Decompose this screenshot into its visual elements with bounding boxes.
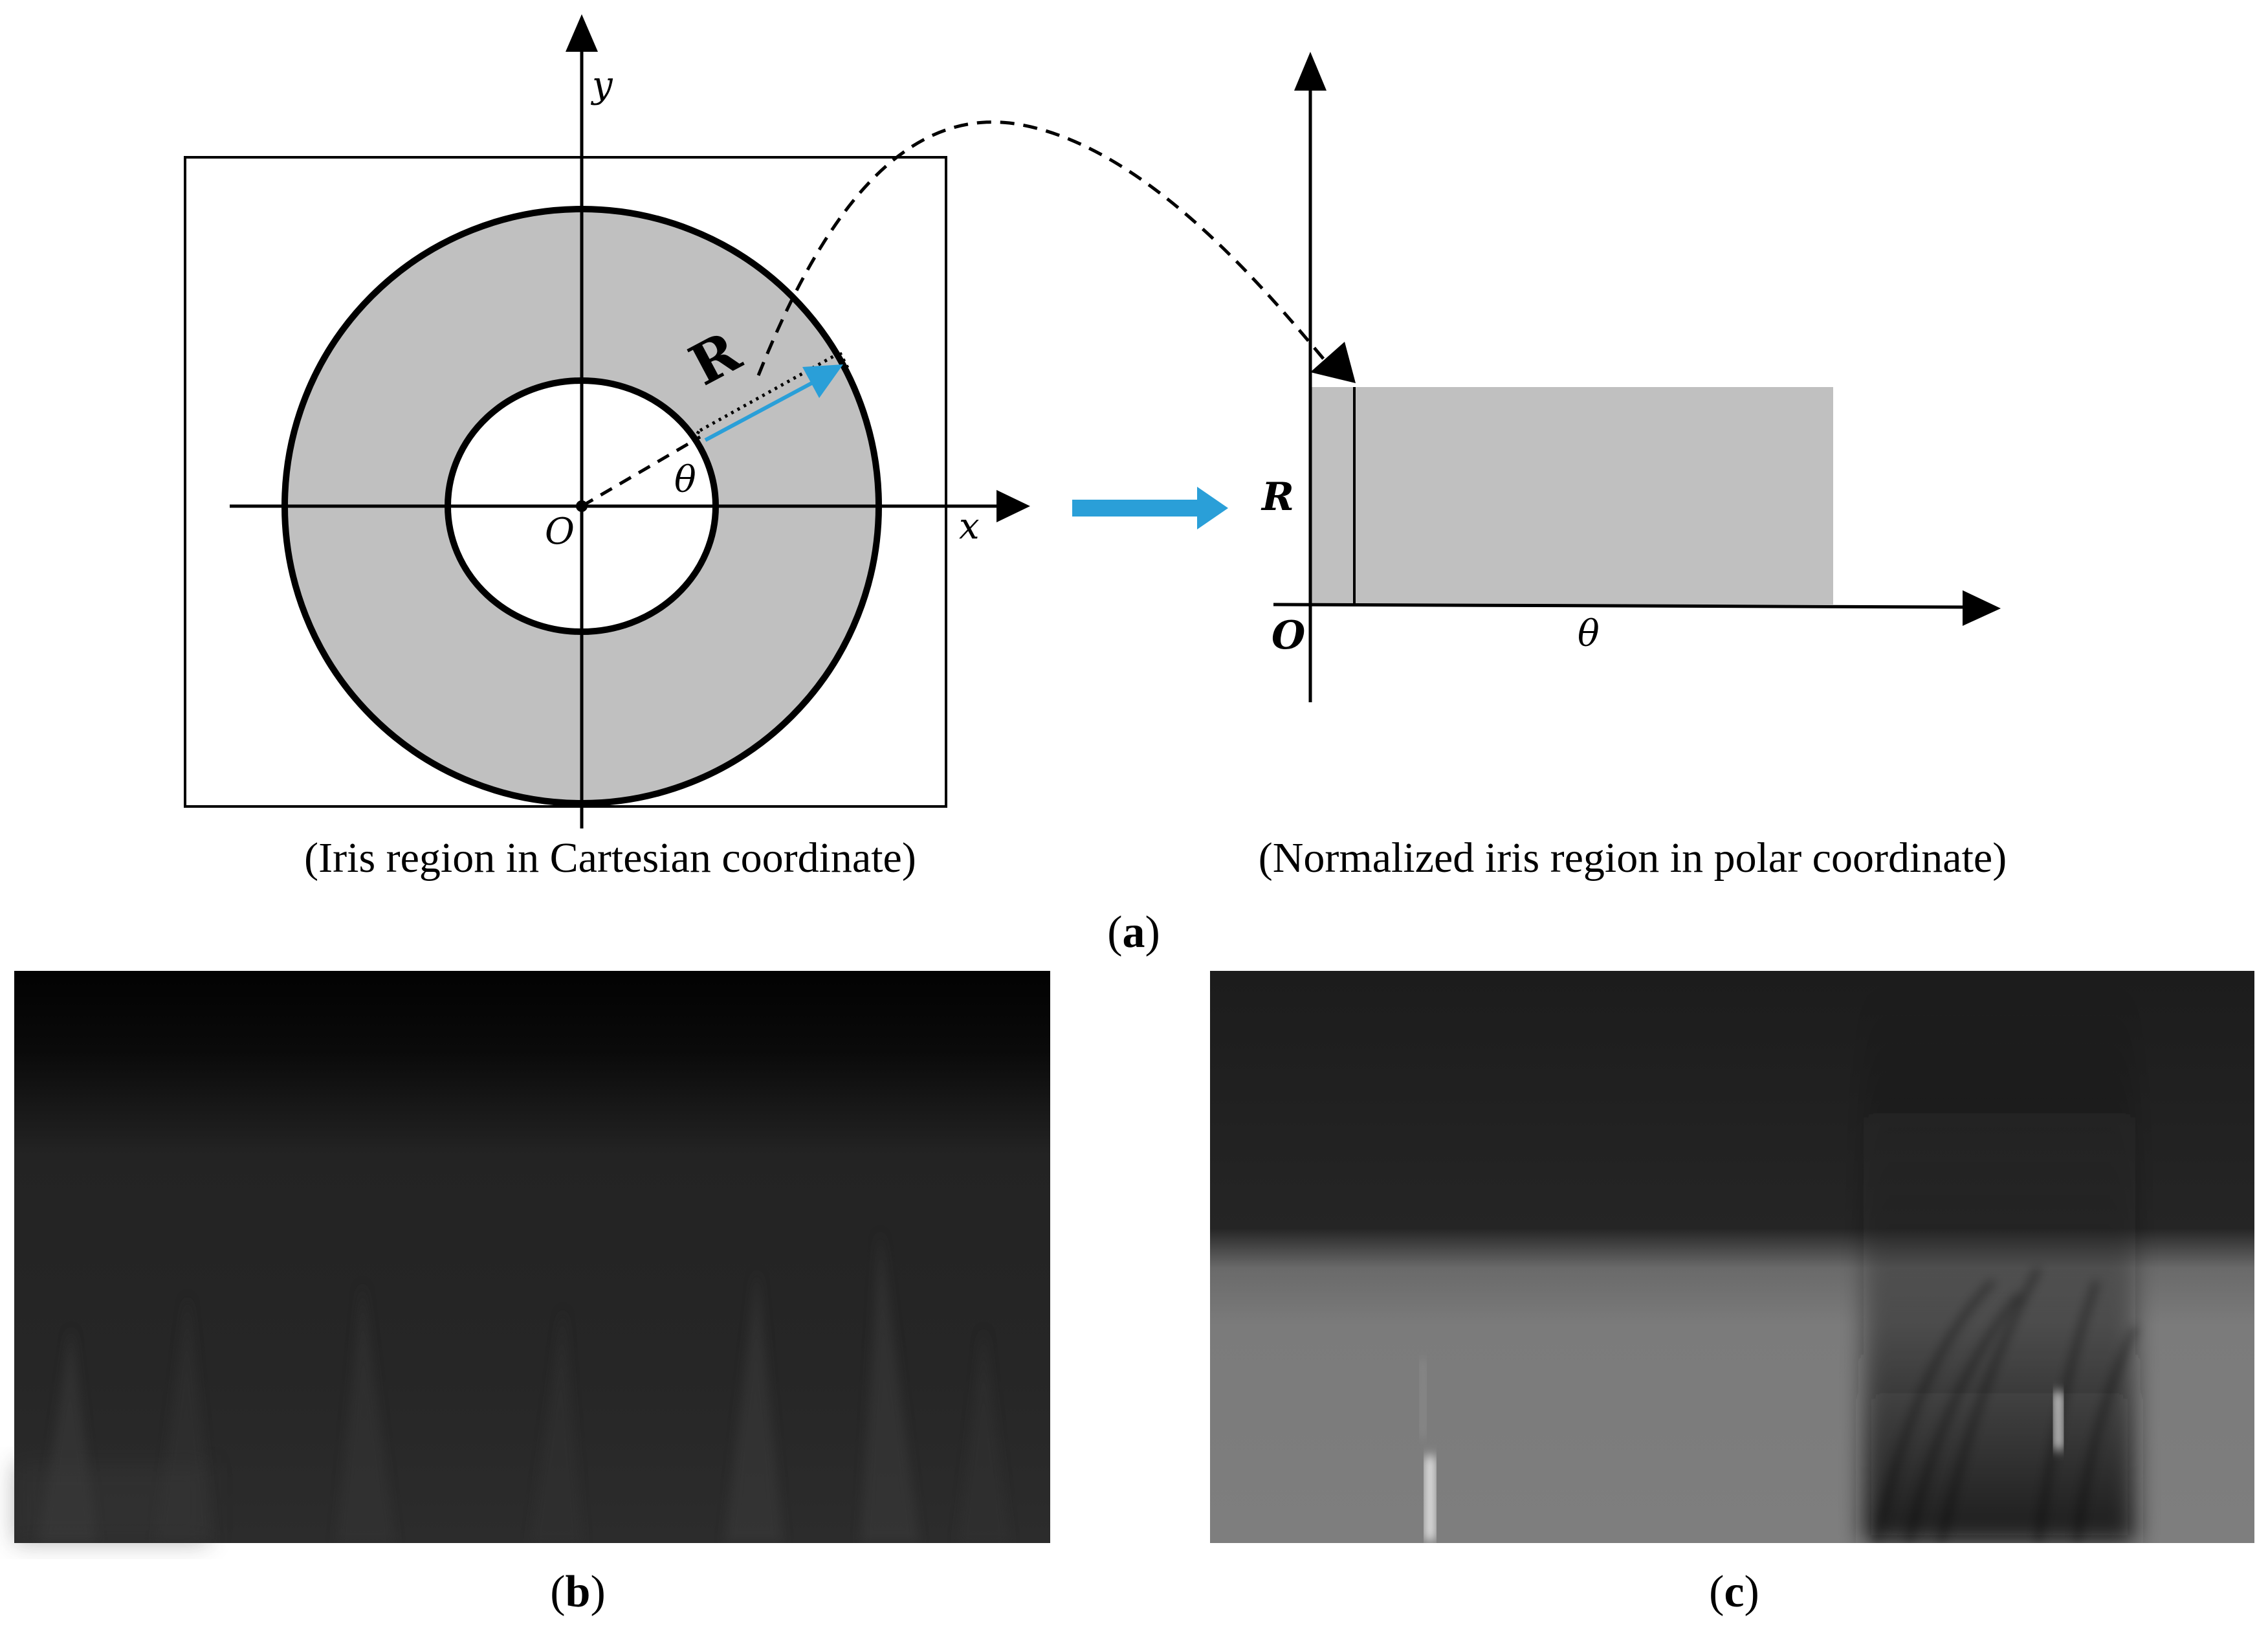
image-frame — [184, 156, 947, 808]
cartesian-diagram: y x O θ R — [184, 14, 1030, 828]
radial-vector-arrowhead — [802, 364, 843, 398]
polar-vertical-arrowhead — [1294, 52, 1327, 91]
polar-diagram: R O θ — [1261, 52, 2001, 702]
radial-vector — [704, 380, 815, 442]
radius-dotted-end — [838, 351, 851, 372]
normalized-iris-image-c — [1210, 971, 2254, 1543]
panel-a-label: (a) — [1107, 907, 1160, 957]
origin-dot — [576, 500, 588, 512]
radius-dotted-outer — [699, 351, 841, 432]
polar-horizontal-axis — [1273, 603, 1965, 609]
transform-arrow — [1072, 487, 1228, 529]
y-axis-arrowhead — [566, 14, 598, 52]
radius-dotted-start — [696, 427, 702, 435]
cartesian-caption: (Iris region in Cartesian coordinate) — [304, 834, 916, 882]
normalized-iris-rect — [1310, 387, 1833, 605]
polar-radius-label: R — [1261, 474, 1294, 520]
x-axis-label: x — [959, 505, 980, 548]
polar-caption: (Normalized iris region in polar coordin… — [1259, 834, 2007, 882]
angle-ray — [580, 435, 701, 508]
x-axis-arrowhead — [996, 490, 1030, 522]
polar-origin-label: O — [1272, 613, 1305, 658]
mapping-curve-arrowhead — [1310, 342, 1356, 383]
polar-horizontal-arrowhead — [1963, 590, 2001, 626]
y-axis-label: y — [590, 64, 613, 106]
angle-label: θ — [674, 459, 696, 501]
origin-label: O — [545, 511, 575, 553]
panel-c-label: (c) — [1709, 1567, 1759, 1617]
panel-b-label: (b) — [550, 1567, 606, 1617]
mapping-curve — [756, 120, 1328, 376]
normalized-iris-image-b — [14, 971, 1050, 1543]
polar-angle-label: θ — [1578, 613, 1600, 655]
